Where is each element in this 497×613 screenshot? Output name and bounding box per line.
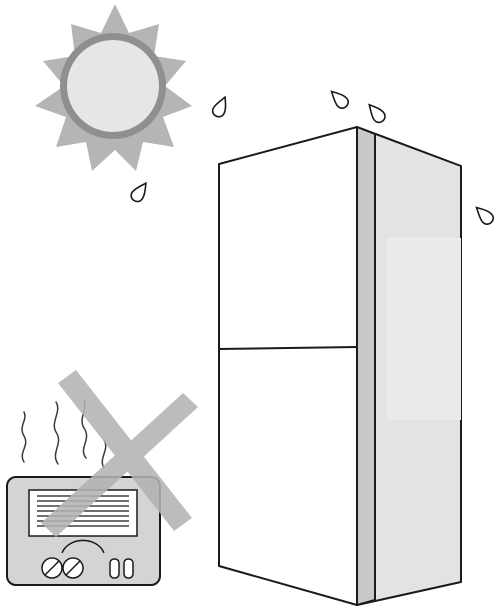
water-drop-icon: [368, 103, 386, 124]
fridge-side-panel: [387, 238, 461, 420]
switch-icon: [123, 558, 134, 579]
fridge-door-split: [218, 346, 358, 350]
fridge-front: [218, 126, 358, 606]
sun-core: [67, 40, 159, 132]
heater-knobs: [41, 557, 84, 579]
fridge-edge-strip: [356, 126, 376, 606]
heater-arc: [61, 539, 105, 554]
cross-stroke-2: [41, 393, 198, 537]
prohibited-cross-icon: [41, 370, 198, 537]
water-drop-icon: [130, 181, 147, 203]
water-drop-icon: [211, 95, 227, 118]
water-drop-icon: [475, 206, 495, 226]
heater-switches: [109, 558, 134, 579]
sun-icon: [35, 4, 192, 171]
refrigerator-icon: [218, 126, 462, 606]
water-drops: [130, 90, 495, 226]
switch-icon: [109, 558, 120, 579]
water-drop-icon: [330, 90, 350, 110]
